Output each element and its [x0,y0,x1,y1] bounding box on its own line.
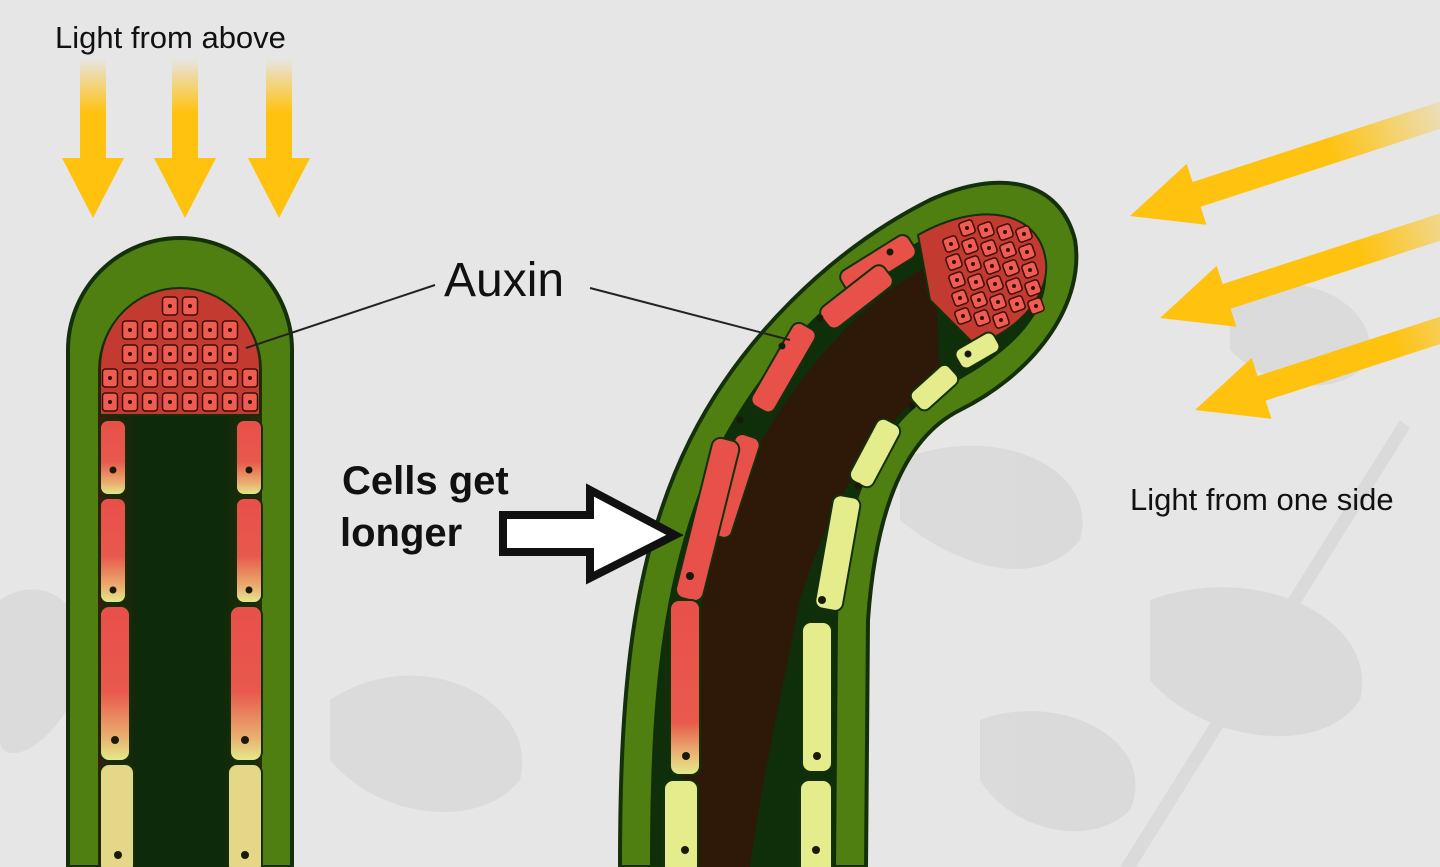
bent-stem-auxin-shade [680,262,940,867]
auxin-cell-nucleus [1028,268,1032,272]
bent-stem [617,180,1079,867]
auxin-cell-nucleus [987,246,991,250]
auxin-cell-nucleus [999,318,1003,322]
auxin-cell-nucleus [128,400,132,404]
auxin-cell-nucleus [1022,232,1026,236]
straight-stem-core [98,288,262,867]
auxin-cell-nucleus [188,376,192,380]
light-arrows-above [62,58,310,218]
auxin-cell-nucleus [980,316,984,320]
auxin-cell-nucleus [961,314,965,318]
hollow-arrow-icon [499,483,684,585]
auxin-cell-nucleus [208,352,212,356]
bent-stem-yellow-cells [799,331,1001,867]
auxin-cell-nucleus [148,376,152,380]
auxin-cell-nucleus [208,328,212,332]
straight-stem-left-column [99,419,135,867]
light-from-above-label: Light from above [55,20,286,55]
auxin-cell-nucleus [228,352,232,356]
auxin-cell-nucleus [108,376,112,380]
arrow-icon [248,58,310,218]
auxin-cell-nucleus [949,242,953,246]
auxin-cell-nucleus [1003,230,1007,234]
auxin-cell-nucleus [168,304,172,308]
straight-stem-auxin-cap [99,287,261,416]
auxin-cell-nucleus [228,328,232,332]
auxin-cell-nucleus [208,400,212,404]
auxin-cell-nucleus [228,400,232,404]
cells-get-longer-label-line1: Cells get [342,459,509,503]
auxin-cell-nucleus [168,352,172,356]
auxin-cell-nucleus [248,400,252,404]
auxin-cell-nucleus [1015,302,1019,306]
auxin-cell-nucleus [958,296,962,300]
auxin-cell-nucleus [984,228,988,232]
auxin-cell-nucleus [188,304,192,308]
auxin-cell-nucleus [993,282,997,286]
auxin-cell-nucleus [977,298,981,302]
straight-stem-nuclei [109,466,253,859]
auxin-cell-nucleus [990,264,994,268]
auxin-cell-nucleus [1009,266,1013,270]
auxin-cells-right [942,219,1045,329]
arrow-icon [1160,194,1440,327]
auxin-cell-nucleus [188,400,192,404]
cells-get-longer-label-line2: longer [340,511,462,555]
auxin-cell-nucleus [208,376,212,380]
arrow-icon [1130,92,1440,225]
auxin-cell-nucleus [148,352,152,356]
auxin-cell-nucleus [188,328,192,332]
auxin-cell-nucleus [148,400,152,404]
auxin-cell-nucleus [168,376,172,380]
auxin-label: Auxin [444,254,564,307]
auxin-cell-nucleus [1006,248,1010,252]
auxin-cell-nucleus [108,400,112,404]
auxin-cell-nucleus [168,400,172,404]
auxin-cell-nucleus [128,328,132,332]
auxin-cell-nucleus [1031,286,1035,290]
auxin-cell-nucleus [974,280,978,284]
auxin-cell-nucleus [228,376,232,380]
auxin-cell-nucleus [971,262,975,266]
auxin-cell-nucleus [148,328,152,332]
auxin-cells-left [101,296,259,412]
auxin-cell-nucleus [996,300,1000,304]
auxin-cell-nucleus [128,352,132,356]
background-leaves [0,283,1410,867]
straight-stem-right-column [227,419,263,867]
auxin-cell-nucleus [248,376,252,380]
arrow-icon [154,58,216,218]
auxin-cell-nucleus [1034,304,1038,308]
auxin-cell-nucleus [128,376,132,380]
auxin-cell-nucleus [955,278,959,282]
light-arrows-side [1130,92,1440,419]
arrow-icon [1195,286,1440,419]
auxin-cell-nucleus [968,244,972,248]
light-from-one-side-label: Light from one side [1130,482,1394,517]
auxin-cell-nucleus [168,328,172,332]
arrow-icon [62,58,124,218]
auxin-cell-nucleus [965,226,969,230]
auxin-cell-nucleus [1025,250,1029,254]
auxin-cell-nucleus [952,260,956,264]
bent-stem-red-cells [663,234,917,867]
auxin-leader-lines [245,284,791,349]
auxin-cell-nucleus [1012,284,1016,288]
straight-stem [66,236,294,867]
auxin-cell-nucleus [188,352,192,356]
bent-stem-nuclei [681,248,972,854]
